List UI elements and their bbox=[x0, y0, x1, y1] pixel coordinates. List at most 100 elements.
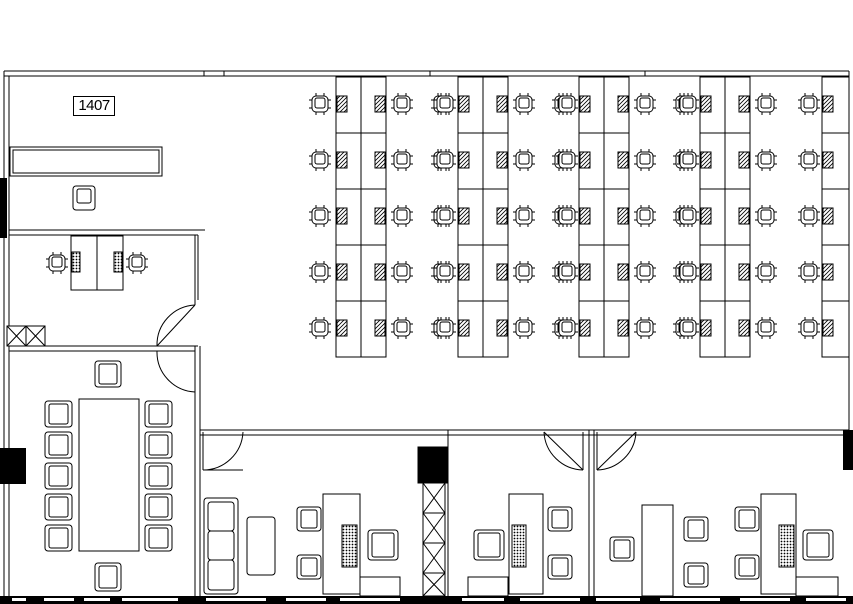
chair-icon bbox=[677, 205, 699, 227]
wall-column-left-top bbox=[0, 178, 7, 238]
chair-icon bbox=[677, 261, 699, 283]
chair-icon bbox=[755, 93, 777, 115]
workstation-edge bbox=[821, 76, 850, 134]
armchair-icon bbox=[802, 529, 834, 561]
core-shaft bbox=[417, 446, 449, 597]
armchair-icon bbox=[44, 524, 73, 552]
chair-icon bbox=[513, 149, 535, 171]
wall-column-right bbox=[843, 430, 853, 470]
office-chairs bbox=[296, 506, 834, 588]
workstation-edge bbox=[821, 300, 850, 358]
bottom-wall-strip bbox=[0, 596, 853, 604]
workstation-cluster bbox=[335, 76, 387, 358]
chair-icon bbox=[798, 261, 820, 283]
workstation-edge bbox=[821, 188, 850, 246]
chair-icon bbox=[434, 149, 456, 171]
armchair-icon bbox=[94, 562, 122, 592]
wall-column-left-bottom bbox=[0, 448, 26, 484]
chair-icon bbox=[391, 261, 413, 283]
armchair-icon bbox=[734, 554, 760, 580]
workstation-cluster bbox=[578, 76, 630, 358]
workstation-edge bbox=[821, 132, 850, 190]
armchair-icon bbox=[734, 506, 760, 532]
chair-icon bbox=[391, 93, 413, 115]
workstation-edge bbox=[821, 244, 850, 302]
chair-icon bbox=[309, 93, 331, 115]
chair-icon bbox=[798, 317, 820, 339]
chair-icon bbox=[391, 317, 413, 339]
chair-icon bbox=[513, 261, 535, 283]
chair-icon bbox=[513, 205, 535, 227]
armchair-icon bbox=[44, 462, 73, 490]
door-swings bbox=[156, 304, 637, 471]
armchair-icon bbox=[44, 400, 73, 428]
chair-icon bbox=[677, 149, 699, 171]
chair-icon bbox=[634, 261, 656, 283]
room-number-label: 1407 bbox=[73, 96, 115, 116]
chair-icon bbox=[46, 252, 68, 274]
reception-chair bbox=[72, 185, 96, 211]
armchair-icon bbox=[547, 506, 573, 532]
armchair-icon bbox=[683, 516, 709, 542]
chair-icon bbox=[556, 149, 578, 171]
armchair-icon bbox=[367, 529, 399, 561]
coffee-table bbox=[246, 516, 276, 576]
chair-icon bbox=[634, 317, 656, 339]
armchair-icon bbox=[609, 536, 635, 562]
armchair-icon bbox=[94, 360, 122, 388]
chair-icon bbox=[434, 317, 456, 339]
chair-icon bbox=[309, 317, 331, 339]
armchair-icon bbox=[144, 400, 173, 428]
workstation-cluster bbox=[457, 76, 509, 358]
chair-icon bbox=[556, 93, 578, 115]
armchair-icon bbox=[44, 431, 73, 459]
armchair-icon bbox=[144, 493, 173, 521]
chair-icon bbox=[434, 93, 456, 115]
armchair-icon bbox=[296, 554, 322, 580]
chair-icon bbox=[798, 93, 820, 115]
conference-chairs bbox=[44, 360, 173, 592]
armchair-icon bbox=[547, 554, 573, 580]
storage-cabinet bbox=[6, 325, 46, 347]
armchair-icon bbox=[144, 524, 173, 552]
bottom-offices-furniture bbox=[322, 493, 839, 597]
chair-icon bbox=[434, 205, 456, 227]
chair-icon bbox=[755, 261, 777, 283]
chair-icon bbox=[677, 317, 699, 339]
armchair-icon bbox=[473, 529, 505, 561]
chair-icon bbox=[513, 317, 535, 339]
chair-icon bbox=[634, 93, 656, 115]
chair-icon bbox=[434, 261, 456, 283]
armchair-icon bbox=[296, 506, 322, 532]
chair-icon bbox=[755, 317, 777, 339]
chair-icon bbox=[677, 93, 699, 115]
lounge-sofa bbox=[203, 497, 239, 595]
interior-partitions bbox=[9, 229, 849, 600]
workstation-cluster-grid bbox=[309, 76, 850, 358]
chair-icon bbox=[391, 149, 413, 171]
chair-icon bbox=[556, 317, 578, 339]
reception-desk bbox=[9, 146, 163, 177]
chair-icon bbox=[755, 149, 777, 171]
office-desk-pair bbox=[70, 235, 124, 291]
chair-icon bbox=[391, 205, 413, 227]
chair-icon bbox=[126, 252, 148, 274]
small-office-chairs bbox=[46, 252, 148, 274]
chair-icon bbox=[309, 149, 331, 171]
armchair-icon bbox=[144, 431, 173, 459]
chair-icon bbox=[309, 205, 331, 227]
chair-icon bbox=[634, 149, 656, 171]
conference-table bbox=[78, 398, 140, 552]
chair-icon bbox=[309, 261, 331, 283]
workstation-cluster bbox=[699, 76, 751, 358]
chair-icon bbox=[798, 149, 820, 171]
armchair-icon bbox=[144, 462, 173, 490]
chair-icon bbox=[634, 205, 656, 227]
chair-icon bbox=[513, 93, 535, 115]
chair-icon bbox=[556, 261, 578, 283]
armchair-icon bbox=[683, 562, 709, 588]
chair-icon bbox=[798, 205, 820, 227]
chair-icon bbox=[755, 205, 777, 227]
chair-icon bbox=[556, 205, 578, 227]
